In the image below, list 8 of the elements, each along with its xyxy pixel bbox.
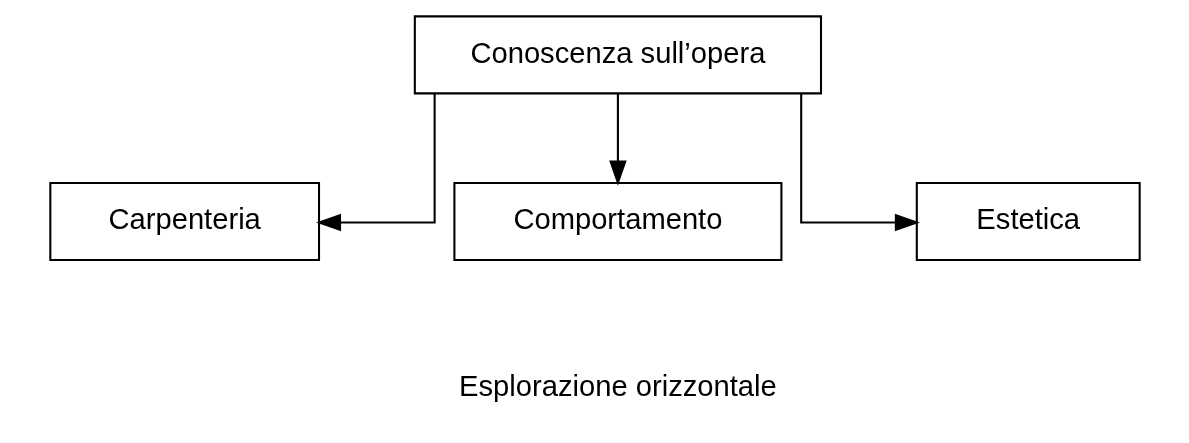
node-box: Carpenteria xyxy=(48,181,320,262)
arrow xyxy=(608,93,627,186)
arrow xyxy=(799,93,920,232)
arrow xyxy=(315,93,436,232)
node-box: Conoscenza sull’opera xyxy=(413,15,822,95)
label: Esplorazione orizzontale xyxy=(458,369,777,402)
node-box: Comportamento xyxy=(452,181,782,262)
node-box: Estetica xyxy=(915,181,1141,262)
